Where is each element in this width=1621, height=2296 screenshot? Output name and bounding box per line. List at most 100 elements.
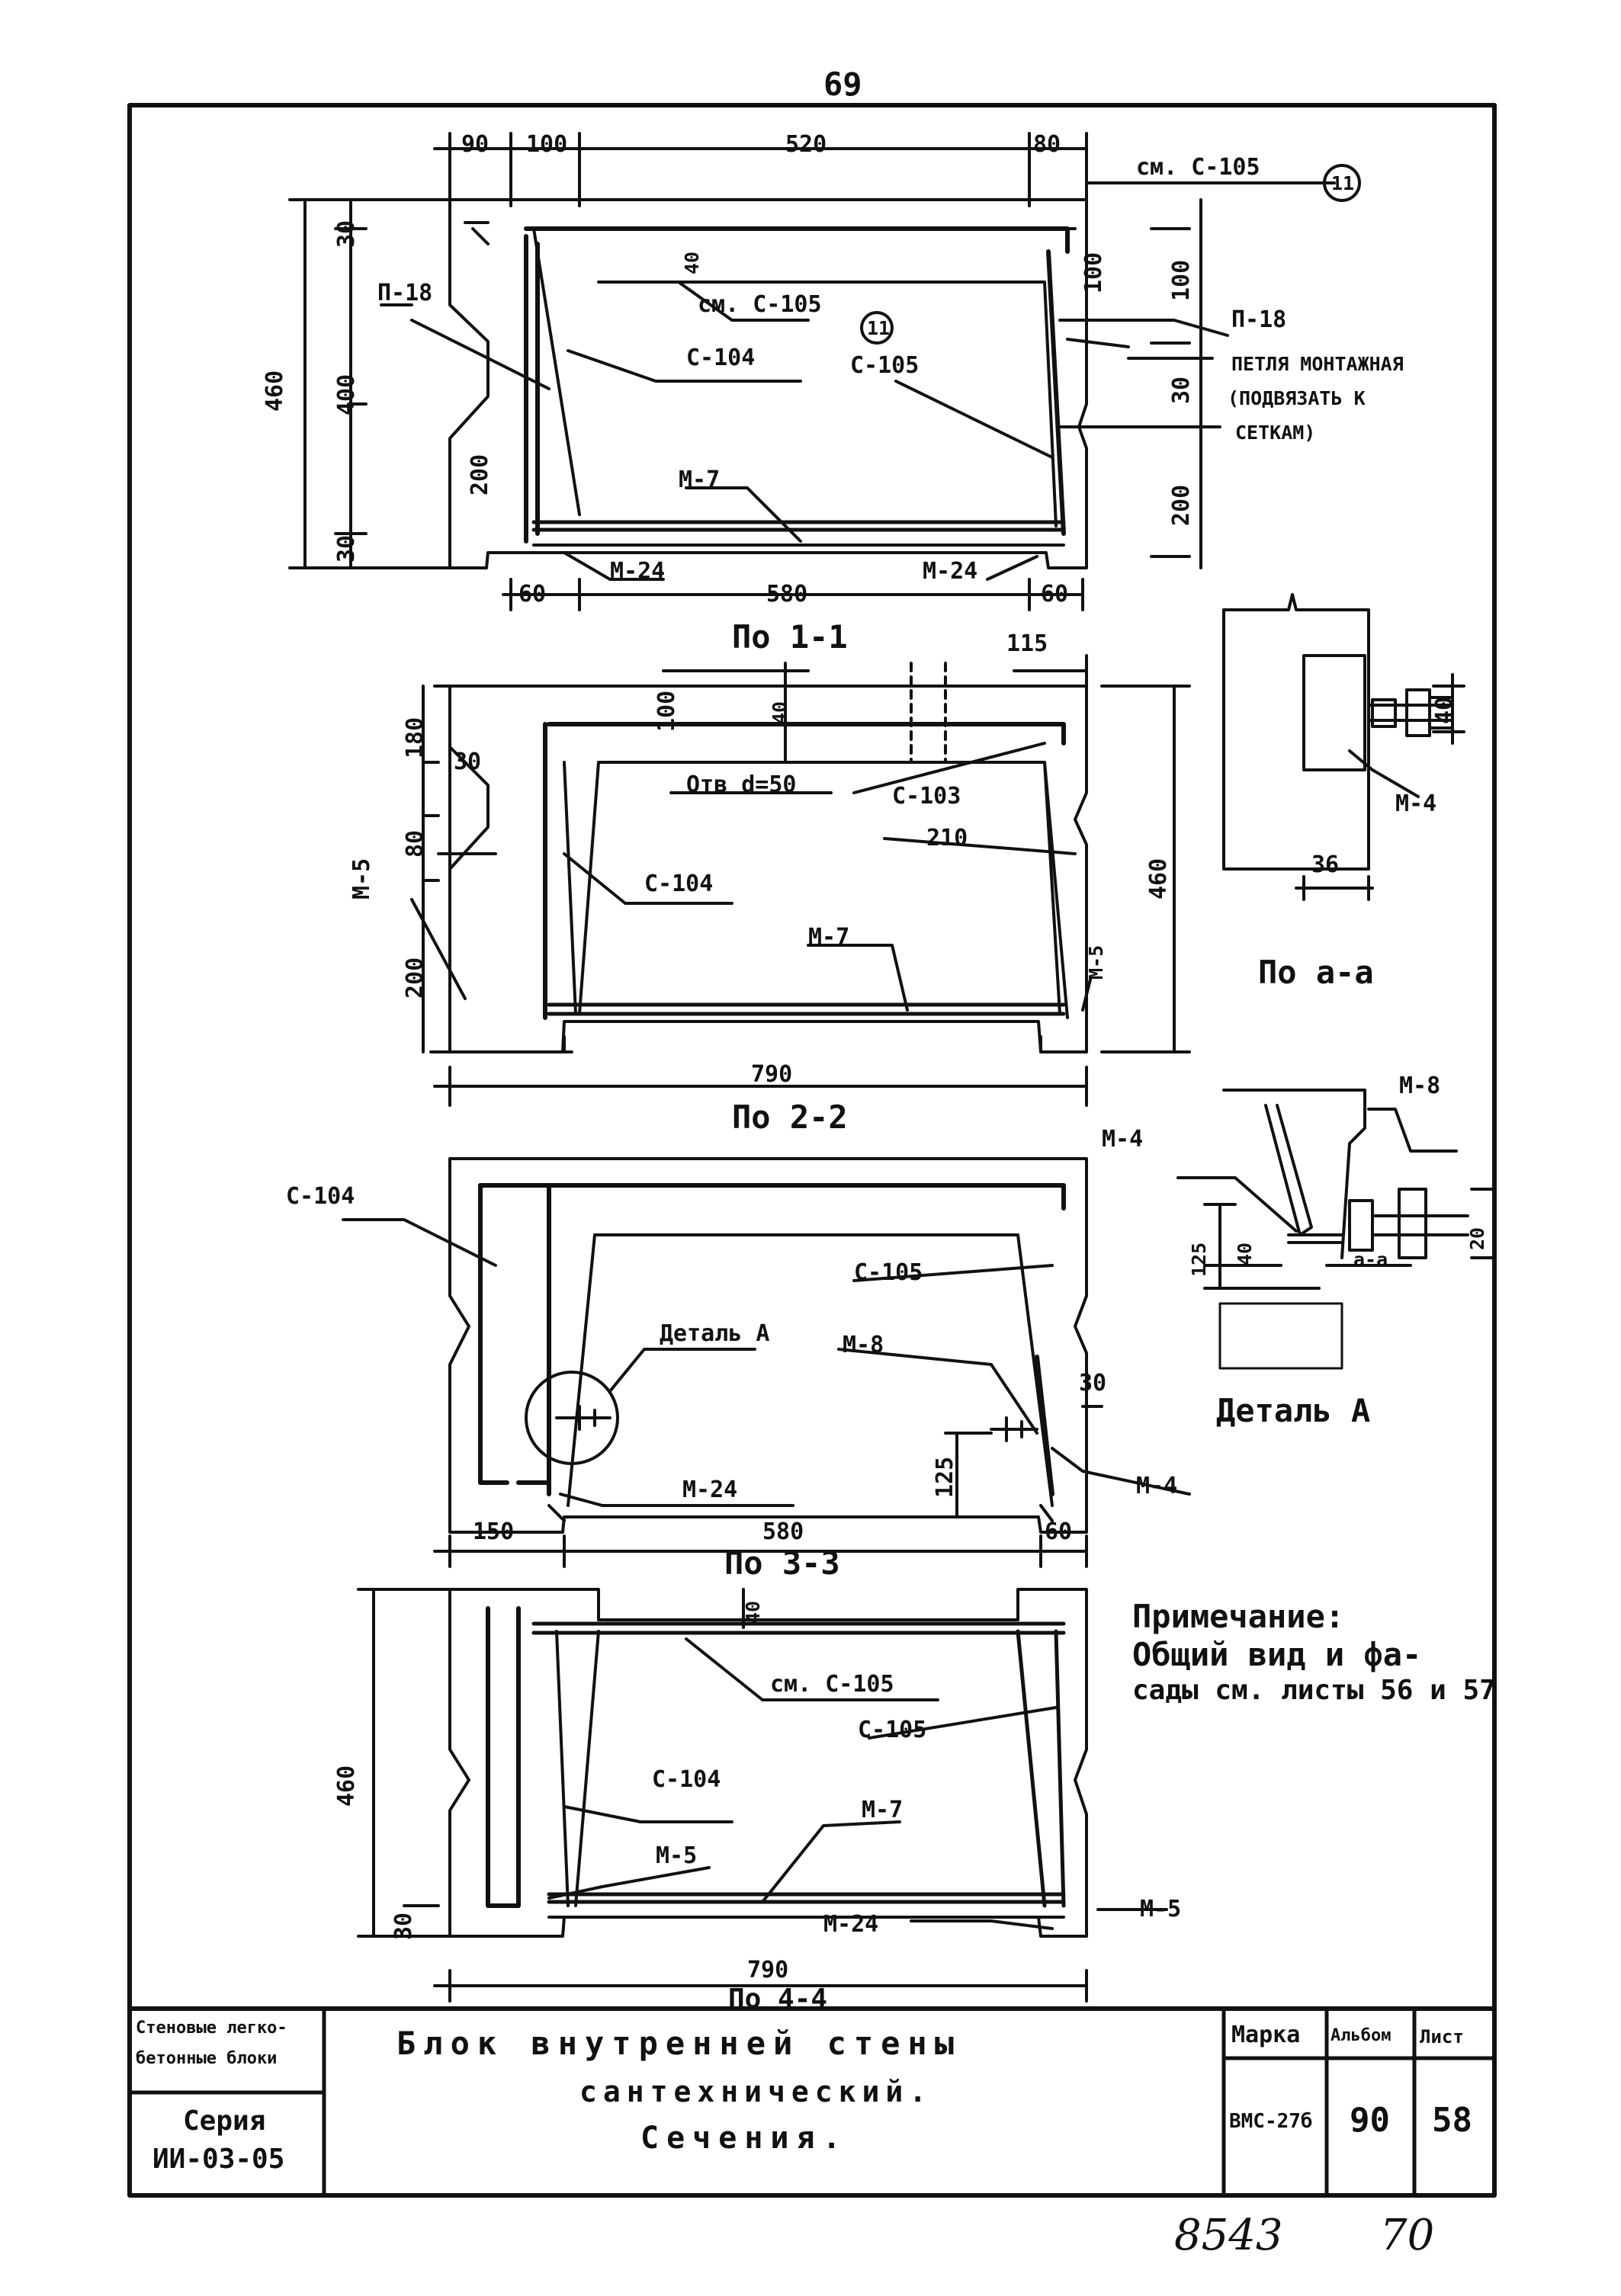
dim-text: 210	[926, 825, 968, 851]
dim-text: 790	[747, 1957, 789, 1983]
circle-marker-11: 11	[1331, 172, 1355, 194]
title-block-grid	[127, 2006, 1497, 2198]
callout-p18-left: П-18	[377, 280, 433, 306]
series-name-2: бетонные блоки	[136, 2049, 278, 2068]
footer-handwritten-1: 8543	[1174, 2211, 1283, 2260]
section-label-4-4: По 4-4	[728, 1983, 828, 2015]
series-name-1: Стеновые легко-	[136, 2019, 287, 2038]
dim-text: 40	[1234, 1242, 1256, 1265]
callout-m24: М-24	[682, 1477, 738, 1503]
callout-p18-right: П-18	[1231, 306, 1287, 333]
dim-text: 30	[390, 1912, 417, 1940]
drawing-title-line-1: Блок внутренней стены	[396, 2025, 962, 2062]
callout-m8: М-8	[843, 1332, 884, 1358]
section-2-2	[410, 654, 1191, 1107]
dim-text: 460	[1145, 858, 1172, 899]
drawing-title-line-3: Сечения.	[640, 2121, 849, 2156]
dim-text: 460	[262, 370, 288, 412]
dim-text: 60	[518, 581, 547, 608]
section-a-a	[1222, 593, 1465, 901]
series-value: ИИ-03-05	[152, 2144, 285, 2175]
callout-loop-2: (ПОДВЯЗАТЬ К	[1228, 387, 1366, 409]
sheet-frame	[127, 103, 1497, 2198]
callout-m7: М-7	[679, 467, 721, 493]
section-label-1-1: По 1-1	[732, 618, 848, 656]
dim-text: 20	[1466, 1227, 1488, 1250]
dim-text: 30	[333, 534, 360, 563]
callout-c104: С-104	[686, 345, 756, 371]
header-sheet: Лист	[1420, 2026, 1464, 2047]
hole-label: Отв d=50	[686, 771, 797, 798]
dim-text: 125	[932, 1456, 958, 1498]
callout-c105: С-105	[850, 352, 920, 379]
circle-marker-11: 11	[867, 317, 891, 339]
dim-text: 30	[1168, 376, 1195, 404]
dim-text: 40	[681, 251, 703, 274]
section-label-3-3: По 3-3	[724, 1544, 840, 1582]
dim-text: 200	[467, 454, 493, 495]
mark-value: ВМС-27б	[1229, 2110, 1313, 2133]
callout-c105: С-105	[854, 1259, 923, 1286]
section-label-2-2: По 2-2	[732, 1098, 848, 1136]
dim-text: 580	[766, 581, 808, 608]
note-title: Примечание:	[1132, 1598, 1345, 1635]
callout-m24: М-24	[610, 558, 666, 585]
section-4-4	[357, 1588, 1168, 2003]
callout-loop-3: СЕТКАМ)	[1235, 422, 1316, 444]
callout-see-c105: см. С-105	[698, 291, 822, 318]
callout-m7: М-7	[862, 1797, 904, 1823]
dim-text: 40	[1431, 696, 1458, 724]
dim-text: 90	[461, 131, 490, 158]
callout-m8: М-8	[1399, 1073, 1441, 1099]
callout-m5: М-5	[1140, 1896, 1182, 1922]
callout-loop-1: ПЕТЛЯ МОНТАЖНАЯ	[1231, 353, 1404, 375]
section-3-3	[342, 1157, 1191, 1568]
dim-text: 80	[1033, 131, 1061, 158]
drawing-title-line-2: сантехнический.	[579, 2075, 933, 2108]
callout-m4: М-4	[1136, 1473, 1178, 1499]
dim-text: 100	[526, 131, 568, 158]
dim-text: 520	[785, 131, 827, 158]
dim-text: 60	[1045, 1518, 1073, 1545]
dim-text: 400	[333, 374, 360, 415]
dim-text: 115	[1006, 630, 1048, 657]
detail-a	[1176, 1089, 1496, 1370]
callout-c105: С-105	[858, 1717, 927, 1743]
callout-see-c105: см. С-105	[770, 1671, 894, 1698]
page-number: 69	[823, 66, 862, 103]
dim-text: 200	[1168, 484, 1195, 526]
callout-m5: М-5	[656, 1842, 698, 1869]
note-line-1: Общий вид и фа-	[1132, 1636, 1422, 1673]
detail-a-label: Деталь А	[1216, 1392, 1371, 1429]
dim-text: 30	[454, 749, 482, 775]
header-mark: Марка	[1231, 2022, 1301, 2048]
dim-text: 36	[1311, 851, 1340, 878]
dim-text: 30	[1079, 1370, 1107, 1397]
dim-text: 150	[473, 1518, 515, 1545]
callout-detail-a: Деталь А	[660, 1320, 770, 1347]
footer-handwritten-2: 70	[1380, 2211, 1435, 2260]
dim-text: 100	[1080, 252, 1107, 293]
dim-text: 460	[333, 1765, 360, 1807]
callout-c104: С-104	[286, 1183, 355, 1210]
dim-text: 100	[1168, 259, 1195, 301]
callout-see-c105: см. С-105	[1136, 154, 1260, 181]
dim-text: 40	[742, 1600, 764, 1624]
series-label: Серия	[183, 2105, 266, 2137]
callout-m24: М-24	[923, 558, 978, 585]
header-album: Альбом	[1331, 2026, 1391, 2045]
sheet-value: 58	[1432, 2101, 1472, 2140]
dim-text: 180	[402, 717, 429, 758]
section-1-1	[288, 132, 1361, 611]
callout-m4: М-4	[1395, 790, 1437, 817]
callout-m24: М-24	[823, 1911, 879, 1938]
note-line-2: сады см. листы 56 и 57	[1132, 1675, 1496, 1706]
dim-text: 40	[769, 701, 791, 724]
dim-text: 790	[751, 1061, 793, 1088]
dim-text: а-а	[1353, 1249, 1388, 1271]
dim-text: 100	[653, 690, 680, 732]
dim-text: 125	[1188, 1242, 1210, 1277]
callout-m7: М-7	[808, 924, 850, 951]
